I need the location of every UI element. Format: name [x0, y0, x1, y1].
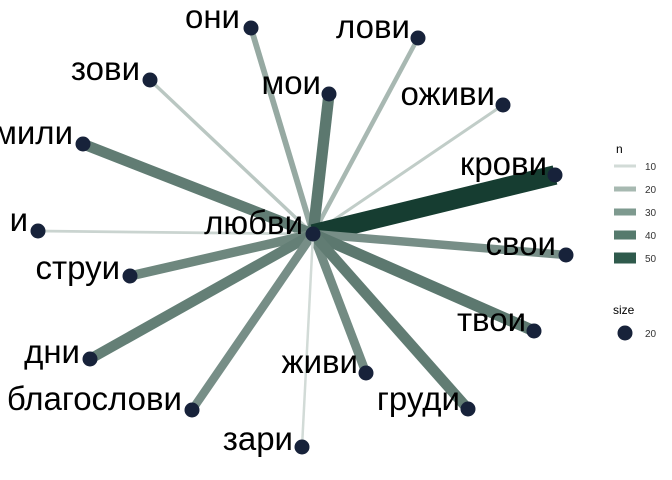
node-и: [30, 223, 46, 239]
node-благослови: [184, 402, 200, 418]
node-мили: [75, 136, 91, 152]
node-мои: [321, 86, 337, 102]
node-center: [305, 226, 321, 242]
edge-твои: [310, 228, 537, 337]
legend-n-label-40: 40: [645, 231, 657, 242]
node-label-крови: крови: [460, 145, 547, 182]
edge-груди: [308, 230, 473, 413]
node-твои: [526, 323, 542, 339]
legend-n-label-10: 10: [645, 162, 657, 173]
node-label-оживи: оживи: [401, 75, 495, 112]
node-label-твои: твои: [457, 301, 526, 338]
node-лови: [410, 30, 426, 46]
legend-size-point: [617, 325, 633, 341]
edge-и: [37, 229, 314, 236]
edge-лови: [311, 36, 420, 236]
legend-n: n 10 20 30 40 50: [614, 142, 657, 265]
node-label-зови: зови: [71, 50, 140, 87]
node-label-мои: мои: [262, 64, 321, 101]
node-label-груди: груди: [377, 380, 460, 417]
node-label-зари: зари: [223, 420, 293, 457]
edge-мили: [81, 139, 315, 239]
node-груди: [460, 401, 476, 417]
edge-свои: [312, 229, 567, 260]
legend-size: size 20: [613, 303, 657, 341]
node-label-и: и: [10, 201, 28, 238]
legend-n-label-30: 30: [645, 208, 657, 219]
edge-мои: [307, 93, 335, 235]
edge-layer: [37, 27, 567, 448]
edge-живи: [308, 232, 371, 375]
label-layer: они лови зови мои оживи мили крови и свои струи тв…: [0, 0, 556, 457]
legend-size-label: 20: [645, 329, 657, 340]
node-label-лови: лови: [336, 8, 410, 45]
edge-благослови: [188, 231, 317, 413]
edge-оживи: [312, 103, 504, 236]
edge-струи: [128, 229, 315, 281]
legend-n-label-50: 50: [645, 254, 657, 265]
node-label-center: любви: [204, 204, 303, 241]
edge-зови: [148, 78, 315, 236]
node-зари: [294, 439, 310, 455]
legend-n-title: n: [616, 142, 623, 156]
node-label-мили: мили: [0, 114, 73, 151]
node-крови: [547, 167, 563, 183]
node-дни: [82, 351, 98, 367]
node-струи: [122, 268, 138, 284]
edge-зари: [300, 233, 315, 448]
node-label-дни: дни: [24, 333, 80, 370]
edge-дни: [87, 229, 316, 364]
edge-крови: [310, 165, 558, 244]
legend-size-title: size: [613, 303, 635, 317]
node-label-они: они: [185, 0, 240, 35]
node-оживи: [495, 97, 511, 113]
node-они: [243, 20, 259, 36]
node-зови: [142, 72, 158, 88]
node-layer: [30, 20, 574, 455]
node-живи: [358, 365, 374, 381]
node-label-благослови: благослови: [7, 380, 182, 417]
node-label-свои: свои: [486, 225, 556, 262]
legend-n-label-20: 20: [645, 185, 657, 196]
node-свои: [558, 247, 574, 263]
node-label-струи: струи: [35, 249, 120, 286]
node-label-живи: живи: [282, 343, 358, 380]
edge-они: [248, 27, 316, 235]
